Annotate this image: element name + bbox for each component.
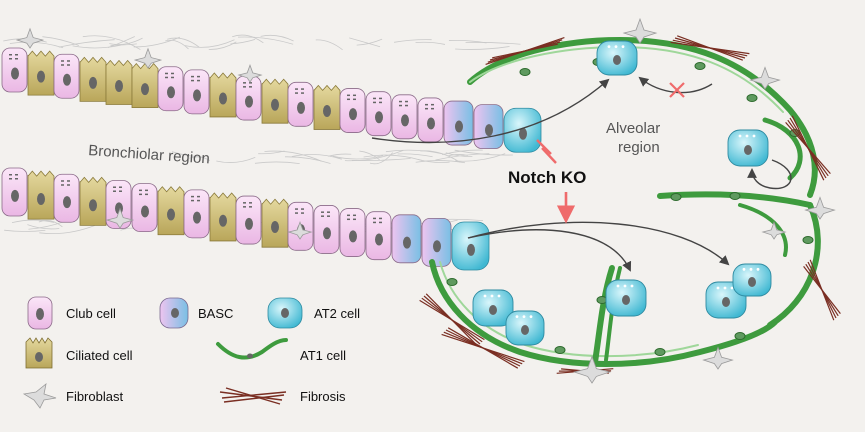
club-cell bbox=[313, 205, 340, 254]
basc-to-at2-lower-arrow-2 bbox=[467, 221, 730, 266]
alveolar-at2-cells bbox=[472, 40, 772, 346]
legend-club-cell-label: Club cell bbox=[66, 306, 116, 321]
alveolar-fibroblasts bbox=[15, 17, 836, 384]
club-cell bbox=[365, 91, 392, 137]
legend-ciliated-cell-icon bbox=[25, 337, 53, 369]
at2-cell bbox=[451, 221, 490, 271]
club-cell bbox=[53, 53, 80, 99]
club-cell bbox=[183, 69, 210, 115]
ciliated-cell bbox=[27, 170, 55, 220]
club-cell bbox=[235, 75, 262, 121]
legend-at1-label: AT1 cell bbox=[300, 348, 346, 363]
club-cell bbox=[131, 183, 158, 233]
legend-fibrosis-label: Fibrosis bbox=[300, 389, 346, 404]
club-cell bbox=[391, 94, 418, 140]
legend-ciliated-cell-label: Ciliated cell bbox=[66, 348, 133, 363]
club-cell bbox=[183, 189, 210, 239]
ciliated-cell bbox=[27, 50, 55, 96]
fibrosis-bundles bbox=[419, 35, 841, 374]
club-cell bbox=[417, 97, 444, 143]
club-cell bbox=[105, 180, 132, 229]
club-cell bbox=[1, 167, 28, 217]
legend-at1-icon bbox=[216, 338, 288, 360]
club-cell bbox=[339, 88, 366, 133]
basc-cell bbox=[391, 214, 422, 264]
legend-basc-label: BASC bbox=[198, 306, 233, 321]
ciliated-cell bbox=[105, 59, 133, 105]
ciliated-cell bbox=[157, 186, 185, 236]
alveolar-region-label-line2: region bbox=[618, 139, 660, 156]
legend-basc-icon bbox=[159, 297, 189, 329]
fibroblast bbox=[15, 27, 45, 49]
at2-cell bbox=[505, 310, 545, 346]
at1-septum-vertical-2 bbox=[604, 266, 622, 362]
legend-fibroblast-icon bbox=[22, 383, 57, 409]
club-cell bbox=[157, 66, 184, 112]
at2-cell bbox=[596, 40, 638, 76]
fibroblast bbox=[287, 221, 313, 240]
fibroblast bbox=[702, 346, 734, 370]
basc-to-at2-lower-arrow-1 bbox=[467, 229, 632, 272]
club-cell bbox=[1, 47, 28, 93]
at2-cell bbox=[472, 289, 514, 327]
bronchiolar-region-label: Bronchiolar region bbox=[88, 142, 211, 167]
ciliated-cell bbox=[261, 78, 289, 124]
legend-at2-label: AT2 cell bbox=[314, 306, 360, 321]
legend-club-cell-icon bbox=[27, 296, 53, 330]
ciliated-cell bbox=[313, 84, 341, 130]
fibroblast bbox=[133, 47, 163, 69]
at1-lining-upper bbox=[467, 36, 818, 198]
club-cell bbox=[339, 208, 366, 257]
at2-cell bbox=[727, 129, 769, 167]
ciliated-cell bbox=[209, 72, 237, 118]
at2-self-renewal-arrow bbox=[747, 159, 792, 190]
legend: Club cell BASC AT2 cell Ciliated cell AT… bbox=[22, 296, 360, 409]
at2-cell bbox=[503, 107, 542, 153]
at2-cell bbox=[732, 263, 772, 297]
at1-right-lobe bbox=[762, 117, 803, 181]
fibroblast bbox=[572, 355, 612, 384]
ciliated-cell bbox=[261, 198, 289, 248]
upper-bronchiolar-epithelium bbox=[1, 47, 542, 153]
basc-cell bbox=[473, 104, 504, 150]
ciliated-cell bbox=[79, 56, 107, 102]
lower-bronchiolar-epithelium bbox=[1, 167, 490, 271]
legend-fibroblast-label: Fibroblast bbox=[66, 389, 123, 404]
fibroblast bbox=[622, 17, 658, 44]
club-cell bbox=[235, 195, 262, 245]
ciliated-cell bbox=[209, 192, 237, 242]
t-bar-inhibition-icon bbox=[536, 139, 557, 164]
ciliated-cell bbox=[79, 176, 107, 226]
fibroblast bbox=[761, 221, 787, 240]
fibroblast bbox=[749, 66, 781, 90]
basc-to-at2-upper-arrow bbox=[371, 78, 610, 144]
club-cell bbox=[287, 81, 314, 127]
legend-at2-icon bbox=[267, 297, 303, 329]
legend-fibrosis-icon bbox=[219, 387, 287, 405]
basc-cell bbox=[421, 217, 452, 267]
club-cell bbox=[365, 211, 392, 261]
club-cell bbox=[53, 173, 80, 223]
alveolar-region-label-line1: Alveolar bbox=[606, 120, 660, 137]
red-x-icon bbox=[669, 82, 685, 98]
fibroblast bbox=[237, 64, 263, 83]
basc-cell bbox=[443, 100, 474, 146]
notch-ko-label: Notch KO bbox=[508, 168, 586, 187]
at2-cell bbox=[605, 279, 647, 317]
at1-septum-vertical bbox=[592, 265, 615, 365]
fibroblast bbox=[804, 196, 836, 220]
ciliated-cell bbox=[131, 62, 159, 108]
at1-right-inner bbox=[738, 203, 788, 257]
at1-lining-right bbox=[767, 202, 821, 328]
fibroblast bbox=[105, 207, 135, 229]
